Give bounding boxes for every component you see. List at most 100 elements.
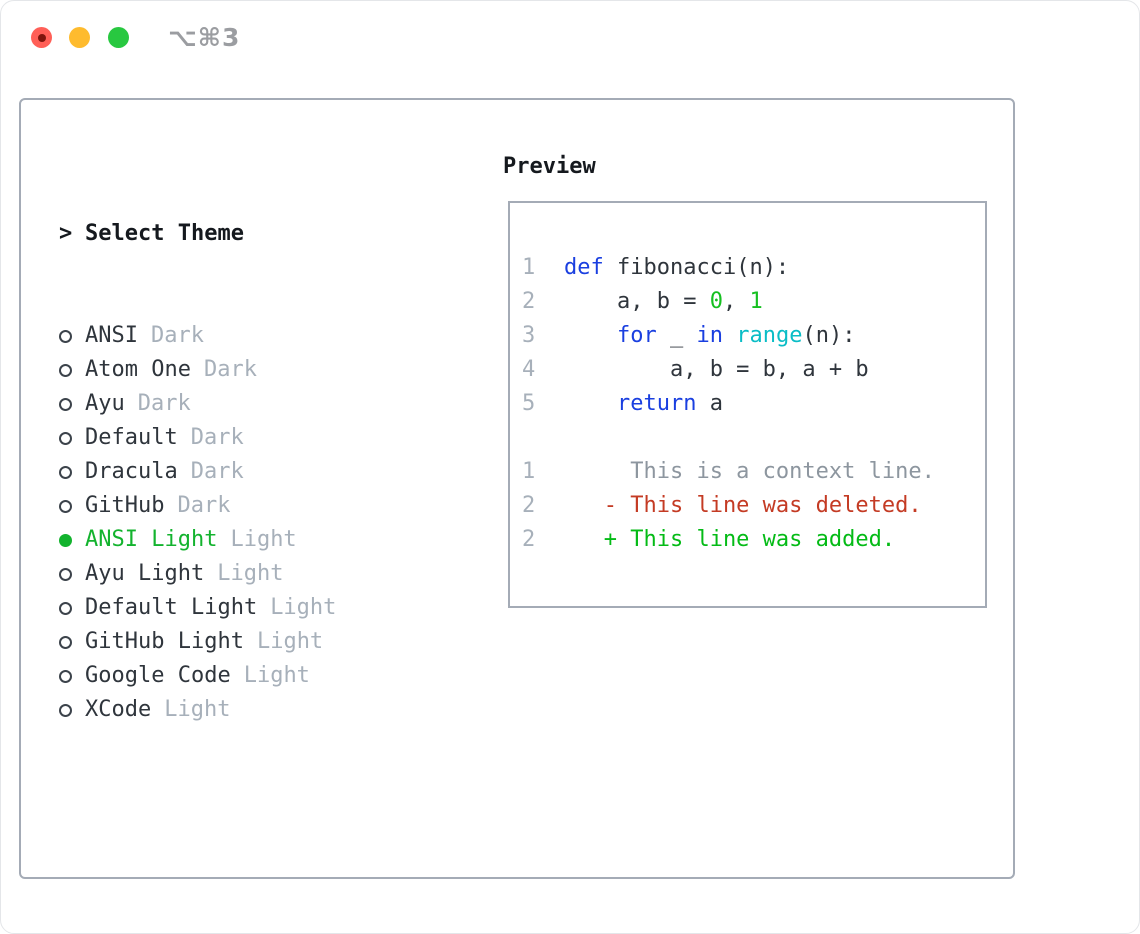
line-number: 2 (522, 289, 536, 314)
selection-caret-icon: > (59, 221, 73, 246)
theme-option[interactable]: Default Dark (59, 421, 430, 455)
line-number: 1 (522, 255, 536, 280)
theme-option-label: Google Code (85, 663, 231, 688)
radio-icon (59, 499, 72, 513)
line-number: 5 (522, 391, 536, 416)
theme-option[interactable]: GitHub Dark (59, 489, 430, 523)
code-token-lit: 0 (709, 289, 723, 314)
code-token-plain: a, b = (564, 289, 710, 314)
theme-option[interactable]: GitHub Light Light (59, 625, 430, 659)
code-token-kw: return (616, 391, 697, 416)
theme-option-label: Default Light (85, 595, 258, 620)
theme-option-label: ANSI (85, 323, 138, 348)
code-line: 1 This is a context line. (522, 455, 935, 489)
code-token-plain: , (722, 289, 750, 314)
line-number: 3 (522, 323, 536, 348)
code-token-kw: in (696, 323, 723, 348)
theme-option[interactable]: Default Light Light (59, 591, 430, 625)
theme-variant-tag: Dark (190, 459, 244, 484)
line-number: 2 (522, 527, 536, 552)
theme-option[interactable]: Atom One Dark (59, 353, 430, 387)
theme-variant-tag: Dark (137, 391, 191, 416)
code-token-context: This is a context line. (564, 459, 935, 484)
theme-variant-tag: Light (243, 663, 310, 688)
zoom-button[interactable] (108, 27, 129, 48)
theme-option-label: Dracula (85, 459, 178, 484)
radio-icon (59, 567, 72, 581)
theme-option[interactable]: XCode Light (59, 693, 430, 727)
radio-icon (59, 635, 72, 649)
code-token-added: + This line was added. (564, 527, 896, 552)
code-token-plain (564, 391, 617, 416)
theme-variant-tag: Dark (203, 357, 257, 382)
theme-option[interactable]: ANSI Dark (59, 319, 430, 353)
preview-title: Preview (503, 154, 596, 179)
code-token-deleted: - This line was deleted. (564, 493, 922, 518)
code-line: 4 a, b = b, a + b (522, 353, 935, 387)
theme-option[interactable]: Google Code Light (59, 659, 430, 693)
theme-variant-tag: Light (256, 629, 324, 654)
theme-option[interactable]: Dracula Dark (59, 455, 430, 489)
code-token-plain: fibonacci(n): (603, 255, 790, 280)
radio-icon (59, 669, 72, 683)
theme-option-label: Ayu Light (85, 561, 205, 586)
line-number: 1 (522, 459, 536, 484)
radio-icon (59, 601, 72, 615)
minimize-button[interactable] (69, 27, 90, 48)
code-token-kw: for (616, 323, 657, 348)
radio-icon (59, 329, 72, 343)
line-number: 2 (522, 493, 536, 518)
theme-variant-tag: Light (270, 595, 337, 620)
theme-option[interactable]: Ayu Light Light (59, 557, 430, 591)
theme-option[interactable]: Ayu Dark (59, 387, 430, 421)
close-dot-icon (37, 33, 46, 42)
radio-icon (59, 703, 72, 717)
theme-variant-tag: Light (217, 561, 284, 586)
code-line: 2 + This line was added. (522, 523, 935, 557)
theme-option-label: ANSI Light (85, 527, 218, 552)
window-title: ⌥⌘3 (168, 23, 241, 52)
code-line: 2 a, b = 0, 1 (522, 285, 935, 319)
code-token-plain: (n): (802, 323, 856, 348)
theme-option[interactable]: ANSI Light Light (59, 523, 430, 557)
theme-option-label: GitHub Light (85, 629, 244, 654)
code-token-plain (723, 323, 736, 348)
code-token-plain: a (696, 391, 723, 416)
radio-selected-icon (59, 533, 72, 547)
code-blank-line (522, 421, 935, 455)
code-line: 5 return a (522, 387, 935, 421)
code-token-plain: _ (656, 323, 697, 348)
theme-option-label: Default (85, 425, 178, 450)
line-number: 4 (522, 357, 536, 382)
titlebar: ⌥⌘3 (1, 1, 1139, 75)
theme-list-title: Select Theme (85, 221, 244, 246)
close-button[interactable] (31, 27, 52, 48)
code-token-lit: 1 (749, 289, 763, 314)
theme-option-label: Ayu (85, 391, 125, 416)
code-line: 2 - This line was deleted. (522, 489, 935, 523)
radio-icon (59, 431, 72, 445)
theme-list-header: > Select Theme (59, 217, 430, 251)
theme-variant-tag: Light (230, 527, 297, 552)
code-line: 1 def fibonacci(n): (522, 251, 935, 285)
code-token-builtin: range (736, 323, 803, 348)
code-line: 3 for _ in range(n): (522, 319, 935, 353)
code-token-plain (564, 323, 617, 348)
theme-variant-tag: Dark (150, 323, 204, 348)
theme-variant-tag: Light (164, 697, 231, 722)
theme-option-label: XCode (85, 697, 152, 722)
theme-option-label: GitHub (85, 493, 165, 518)
theme-option-label: Atom One (85, 357, 191, 382)
radio-icon (59, 465, 72, 479)
radio-icon (59, 397, 72, 411)
code-token-kw: def (564, 255, 604, 280)
theme-variant-tag: Dark (177, 493, 231, 518)
radio-icon (59, 363, 72, 377)
theme-variant-tag: Dark (190, 425, 244, 450)
code-token-plain: a, b = b, a + b (564, 357, 869, 382)
